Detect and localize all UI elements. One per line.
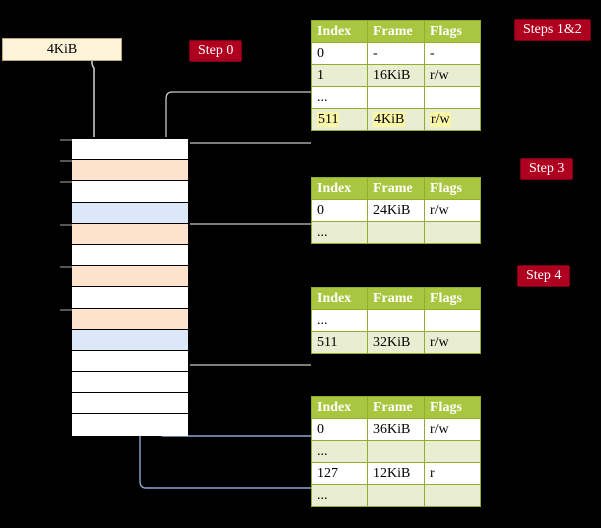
memory-row xyxy=(60,139,188,161)
cell-frame: 24KiB xyxy=(367,199,425,222)
page-frame-label: 4KiB xyxy=(46,41,78,57)
cell-flags xyxy=(424,440,481,463)
badge-step-4: Step 4 xyxy=(517,265,571,288)
memory-row xyxy=(72,244,188,267)
cell-frame xyxy=(367,221,425,244)
table-header-frame: Frame xyxy=(367,287,425,310)
cell-flags: r/w xyxy=(424,108,481,131)
memory-row xyxy=(72,202,188,224)
memory-row xyxy=(60,308,188,330)
memory-row xyxy=(72,414,188,436)
cell-flags: - xyxy=(424,42,481,65)
cell-index: ... xyxy=(311,221,368,244)
table-row: ... xyxy=(311,221,481,244)
memory-row-tick xyxy=(60,181,72,184)
table-row: ... xyxy=(311,86,481,109)
cell-index: ... xyxy=(311,440,368,463)
cell-index: ... xyxy=(311,484,368,507)
physical-memory-column xyxy=(60,137,190,436)
cell-frame xyxy=(367,86,425,109)
highlighted-value: 4KiB xyxy=(373,111,406,127)
table-row: ... xyxy=(311,309,481,332)
cell-flags xyxy=(424,309,481,332)
table-row: 0-- xyxy=(311,42,481,65)
table-header-flags: Flags xyxy=(424,177,481,200)
cell-index: 127 xyxy=(311,462,368,485)
cell-flags: r/w xyxy=(424,418,481,441)
memory-row xyxy=(60,223,188,245)
memory-row xyxy=(72,393,188,415)
cell-frame xyxy=(367,309,425,332)
cell-flags xyxy=(424,86,481,109)
memory-row-tick xyxy=(60,160,72,163)
table-header-frame: Frame xyxy=(367,177,425,200)
memory-row xyxy=(72,372,188,394)
table-header-index: Index xyxy=(311,396,368,419)
cell-flags xyxy=(424,221,481,244)
cell-flags: r xyxy=(424,462,481,485)
memory-row xyxy=(60,181,188,203)
cell-index: ... xyxy=(311,86,368,109)
badge-step-3: Step 3 xyxy=(520,158,574,181)
memory-row-tick xyxy=(60,266,72,269)
cell-index: 1 xyxy=(311,64,368,87)
cell-index: ... xyxy=(311,309,368,332)
memory-row xyxy=(60,266,188,288)
cell-frame xyxy=(367,440,425,463)
highlighted-value: 511 xyxy=(317,111,340,127)
badge-step-0-label: Step 0 xyxy=(189,40,243,63)
cell-index: 0 xyxy=(311,42,368,65)
table-row: ... xyxy=(311,440,481,463)
cell-frame: 4KiB xyxy=(367,108,425,131)
cell-flags: r/w xyxy=(424,199,481,222)
cell-index: 0 xyxy=(311,418,368,441)
cell-frame: 16KiB xyxy=(367,64,425,87)
badge-steps-1-2-label: Steps 1&2 xyxy=(514,19,591,42)
badge-step-3-label: Step 3 xyxy=(520,158,574,181)
table-header-flags: Flags xyxy=(424,396,481,419)
cell-index: 511 xyxy=(311,331,368,354)
cell-flags: r/w xyxy=(424,64,481,87)
page-frame-box: 4KiB xyxy=(2,38,122,61)
table-header-frame: Frame xyxy=(367,20,425,43)
memory-row xyxy=(72,329,188,351)
table-header-flags: Flags xyxy=(424,287,481,310)
memory-row-tick xyxy=(60,223,72,226)
cell-frame xyxy=(367,484,425,507)
table-header-index: Index xyxy=(311,287,368,310)
table-row: ... xyxy=(311,484,481,507)
highlighted-value: r/w xyxy=(430,111,451,127)
memory-row xyxy=(60,160,188,182)
cell-flags xyxy=(424,484,481,507)
table-header-index: Index xyxy=(311,20,368,43)
badge-steps-1-2: Steps 1&2 xyxy=(514,19,591,42)
memory-row xyxy=(72,287,188,309)
table-header-index: Index xyxy=(311,177,368,200)
cell-frame: 36KiB xyxy=(367,418,425,441)
cell-flags: r/w xyxy=(424,331,481,354)
table-row: 511 4KiB r/w xyxy=(311,108,481,131)
badge-step-4-label: Step 4 xyxy=(517,265,571,288)
cell-index: 511 xyxy=(311,108,368,131)
badge-step-0: Step 0 xyxy=(189,40,243,63)
cell-frame: 32KiB xyxy=(367,331,425,354)
table-header-frame: Frame xyxy=(367,396,425,419)
memory-row xyxy=(72,350,188,373)
cell-frame: 12KiB xyxy=(367,462,425,485)
cell-index: 0 xyxy=(311,199,368,222)
memory-row-tick xyxy=(60,139,72,141)
memory-row-tick xyxy=(60,308,72,311)
table-header-flags: Flags xyxy=(424,20,481,43)
cell-frame: - xyxy=(367,42,425,65)
